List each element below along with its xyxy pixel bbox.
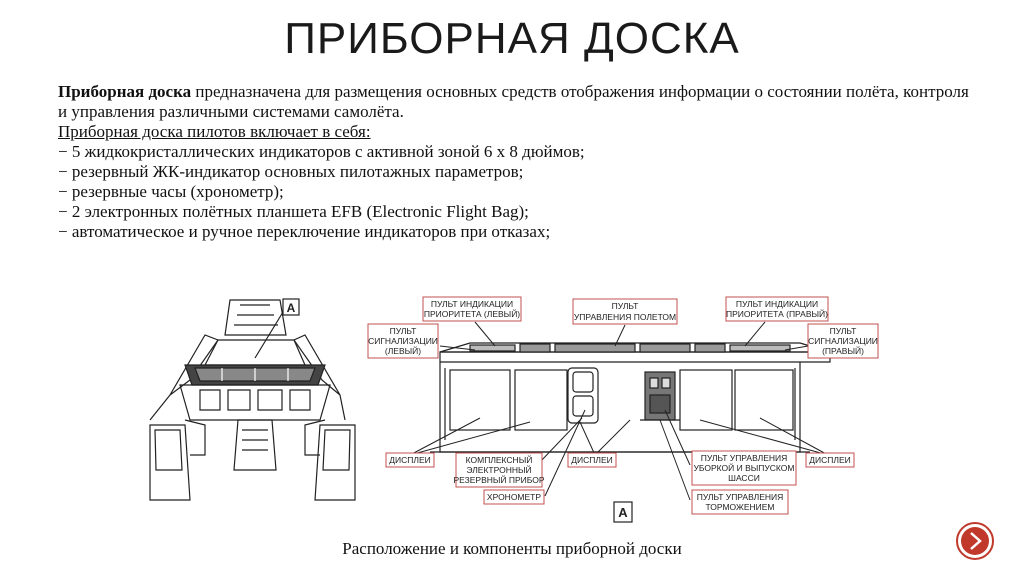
label-gear-panel: ПУЛЬТ УПРАВЛЕНИЯ УБОРКОЙ И ВЫПУСКОМ ШАСС… <box>691 450 797 486</box>
label-text: ПУЛЬТ УПРАВЛЕНИЯ <box>697 492 784 502</box>
label-text: ПУЛЬТ ИНДИКАЦИИ <box>431 299 513 309</box>
label-signal-right: ПУЛЬТ СИГНАЛИЗАЦИИ (ПРАВЫЙ) <box>807 323 879 359</box>
label-chronometer: ХРОНОМЕТР <box>483 489 545 505</box>
label-text: ТОРМОЖЕНИЕМ <box>705 502 774 512</box>
label-prio-left: ПУЛЬТ ИНДИКАЦИИ ПРИОРИТЕТА (ЛЕВЫЙ) <box>422 296 522 322</box>
label-text: УПРАВЛЕНИЯ ПОЛЕТОМ <box>574 312 676 322</box>
label-standby-instrument: КОМПЛЕКСНЫЙ ЭЛЕКТРОННЫЙ РЕЗЕРВНЫЙ ПРИБОР <box>453 452 545 488</box>
label-text: ПУЛЬТ <box>390 326 417 336</box>
next-slide-button[interactable] <box>956 522 994 560</box>
list-item: − резервные часы (хронометр); <box>58 182 284 201</box>
label-text: ПУЛЬТ <box>830 326 857 336</box>
marker-a-box-bottom <box>613 501 633 523</box>
label-flight-control-panel: ПУЛЬТ УПРАВЛЕНИЯ ПОЛЕТОМ <box>572 298 678 325</box>
list-heading: Приборная доска пилотов включает в себя: <box>58 122 371 141</box>
label-text: ЭЛЕКТРОННЫЙ <box>466 464 531 475</box>
list-item: − 2 электронных полётных планшета EFB (E… <box>58 202 529 221</box>
description-block: Приборная доска предназначена для размещ… <box>58 82 978 242</box>
marker-a-box-top <box>282 298 300 316</box>
label-text: ШАССИ <box>728 473 760 483</box>
label-displays-left: ДИСПЛЕИ <box>385 452 435 468</box>
label-text: ДИСПЛЕИ <box>809 455 850 465</box>
label-displays-right: ДИСПЛЕИ <box>805 452 855 468</box>
label-text: ПУЛЬТ <box>612 301 639 311</box>
label-text: ПРИОРИТЕТА (ПРАВЫЙ) <box>726 308 828 319</box>
marker-a-top: A <box>287 301 296 315</box>
label-text: ПУЛЬТ ИНДИКАЦИИ <box>736 299 818 309</box>
label-text: СИГНАЛИЗАЦИИ <box>368 336 438 346</box>
chevron-right-icon <box>970 532 982 550</box>
label-text: (ЛЕВЫЙ) <box>385 345 421 356</box>
cockpit-perspective-drawing <box>149 299 356 501</box>
label-text: (ПРАВЫЙ) <box>822 345 864 356</box>
label-displays-mid: ДИСПЛЕИ <box>567 452 617 468</box>
panel-front-view <box>430 342 831 453</box>
list-item: − 5 жидкокристаллических индикаторов с а… <box>58 142 585 161</box>
label-text: УБОРКОЙ И ВЫПУСКОМ <box>694 462 795 473</box>
label-text: СИГНАЛИЗАЦИИ <box>808 336 878 346</box>
leader-lines <box>409 321 829 501</box>
label-prio-right: ПУЛЬТ ИНДИКАЦИИ ПРИОРИТЕТА (ПРАВЫЙ) <box>725 296 829 322</box>
label-text: РЕЗЕРВНЫЙ ПРИБОР <box>453 474 544 485</box>
marker-a-bottom: A <box>618 505 628 520</box>
diagram-caption: Расположение и компоненты приборной доск… <box>342 539 682 558</box>
list-item: − автоматическое и ручное переключение и… <box>58 222 551 241</box>
label-signal-left: ПУЛЬТ СИГНАЛИЗАЦИИ (ЛЕВЫЙ) <box>367 323 439 359</box>
label-text: ДИСПЛЕИ <box>571 455 612 465</box>
label-text: ХРОНОМЕТР <box>487 492 541 502</box>
label-text: ПУЛЬТ УПРАВЛЕНИЯ <box>701 453 788 463</box>
page-title: ПРИБОРНАЯ ДОСКА <box>284 14 740 63</box>
label-text: ДИСПЛЕИ <box>389 455 430 465</box>
list-item: − резервный ЖК-индикатор основных пилота… <box>58 162 524 181</box>
intro-text: предназначена для размещения основных ср… <box>58 82 969 121</box>
label-text: ПРИОРИТЕТА (ЛЕВЫЙ) <box>424 308 520 319</box>
intro-paragraph: Приборная доска предназначена для размещ… <box>58 82 978 122</box>
label-text: КОМПЛЕКСНЫЙ <box>466 454 533 465</box>
intro-term: Приборная доска <box>58 82 192 101</box>
label-brake-panel: ПУЛЬТ УПРАВЛЕНИЯ ТОРМОЖЕНИЕМ <box>691 489 789 515</box>
